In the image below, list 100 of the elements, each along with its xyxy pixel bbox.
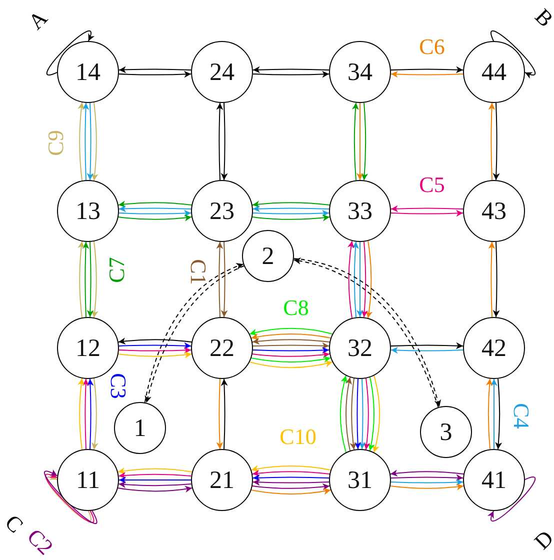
arrow [118, 214, 192, 222]
state-circle [463, 449, 525, 511]
state-label: 3 [440, 420, 452, 444]
arrow [78, 102, 85, 182]
arrow [117, 467, 193, 474]
state-circle [420, 406, 472, 458]
arrow [495, 378, 502, 450]
state-circle [329, 317, 391, 379]
arrow [340, 375, 348, 453]
arrow [252, 351, 330, 358]
arrow [250, 356, 332, 363]
arrow [250, 465, 332, 472]
arrow [118, 472, 192, 479]
arrow [118, 66, 192, 74]
arrow [216, 378, 224, 450]
arrow [220, 102, 228, 181]
arrow [249, 360, 333, 368]
arrow [252, 342, 330, 350]
arrow [86, 241, 94, 318]
arrow [368, 376, 375, 452]
state-circle [114, 402, 166, 454]
state-label: 43 [482, 198, 506, 224]
arrow [361, 241, 368, 318]
arrow [372, 375, 380, 453]
arrow [390, 210, 464, 217]
arrow [350, 378, 357, 450]
arrow [118, 205, 192, 212]
arrow [118, 342, 192, 350]
state-label: 24 [210, 60, 234, 84]
arrow [488, 241, 496, 318]
state-label: 44 [482, 60, 506, 84]
arrow [390, 483, 464, 490]
arrow [352, 241, 359, 318]
arrow [390, 205, 464, 212]
arrow [352, 102, 359, 181]
state-label: 2 [262, 244, 274, 268]
arrow [252, 205, 330, 212]
arrow [78, 240, 85, 318]
arrow [117, 486, 193, 493]
arrow [486, 378, 493, 450]
arrow [390, 474, 464, 482]
arrow [361, 102, 368, 181]
cycle-label: D [530, 526, 554, 554]
arrow [216, 241, 224, 318]
arrow [252, 483, 330, 490]
arrow [82, 378, 90, 450]
state-label: 22 [210, 336, 234, 360]
arrow [118, 70, 192, 78]
cycle-label: C1 [187, 259, 209, 285]
arrow [252, 214, 330, 222]
state-label: 21 [210, 468, 234, 492]
arrow [345, 376, 352, 452]
arrow [390, 478, 464, 486]
cycle-label: C10 [280, 426, 316, 448]
arrow [118, 476, 192, 484]
state-label: 11 [76, 468, 100, 492]
arrow [490, 378, 498, 450]
cycle-label: B [531, 5, 554, 31]
state-label: 42 [482, 336, 506, 360]
arrow [249, 328, 333, 336]
arrow [86, 378, 94, 450]
arrow [252, 200, 330, 208]
state-circle [242, 230, 294, 282]
state-label: 31 [348, 468, 372, 492]
arrow [252, 474, 330, 482]
arrow [354, 378, 362, 450]
arrow [118, 200, 192, 208]
arrow [91, 102, 98, 182]
arrow [250, 333, 332, 340]
arrow [216, 102, 224, 181]
arrow [91, 240, 98, 318]
arrow [488, 476, 536, 522]
arrow [91, 378, 98, 450]
arrow [220, 241, 228, 318]
arrow [390, 342, 464, 350]
arrow [82, 102, 90, 181]
arrow [390, 70, 464, 78]
state-label: 12 [76, 336, 100, 360]
arrow [358, 378, 366, 450]
arrow [490, 30, 536, 78]
state-label: 13 [76, 198, 100, 224]
arrow [252, 338, 330, 345]
cycle-label: C7 [106, 257, 128, 283]
arrow [252, 70, 330, 78]
cycle-label: C8 [283, 297, 309, 319]
cycle-label: C6 [419, 36, 445, 58]
state-label: 14 [76, 60, 100, 84]
arrow [390, 470, 464, 477]
cycle-label: C3 [107, 373, 129, 399]
arrow [86, 102, 94, 181]
state-label: 41 [482, 468, 506, 492]
cycle-label: C9 [45, 130, 67, 156]
arrow [78, 378, 85, 450]
arrow [492, 241, 500, 318]
arrow [252, 66, 330, 74]
cycle-label: C4 [510, 403, 532, 429]
arrow [220, 378, 228, 450]
arrow [252, 346, 330, 354]
arrow [363, 378, 370, 450]
cycle-label: A [24, 6, 52, 34]
